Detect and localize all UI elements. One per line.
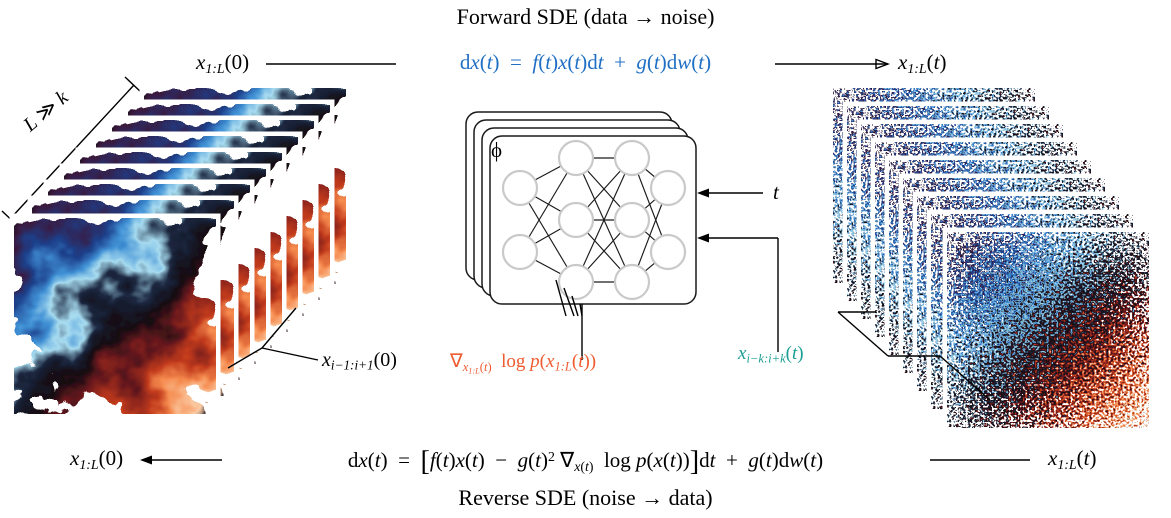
score-output-label: ∇x1:L(t) log p(x1:L(t))	[450, 351, 597, 375]
network-nodes	[501, 139, 687, 301]
x-data-zero-top: x1:L(0)	[196, 50, 250, 76]
x-data-zero-bottom: x1:L(0)	[70, 446, 124, 472]
score-network-front-card	[489, 135, 697, 305]
reverse-sde-caption: Reverse SDE (noise → data)	[458, 485, 713, 510]
noise-window-pointer	[837, 311, 991, 401]
reverse-arrows-layer	[140, 455, 1030, 465]
noise-window-input-arrow	[697, 233, 779, 352]
forward-sde-caption: Forward SDE (data → noise)	[456, 4, 715, 29]
score-output-leads	[555, 279, 583, 360]
noise-window-label: xi−k:i+k(t)	[738, 343, 804, 366]
noise-trajectory-stack	[828, 83, 1154, 433]
score-network-card-stack	[465, 111, 697, 305]
data-window-pointer	[227, 307, 319, 369]
x-noise-t-bottom: x1:L(t)	[1048, 446, 1097, 472]
x-noise-t-top: x1:L(t)	[898, 50, 947, 76]
time-input-label: t	[773, 180, 779, 204]
time-input-arrow	[697, 188, 763, 198]
data-window-label: xi−1:i+1(0)	[322, 349, 397, 373]
forward-sde-equation: dx(t) = f(t)x(t)dt + g(t)dw(t)	[459, 50, 712, 74]
reverse-sde-equation: dx(t) = [f(t)x(t) − g(t)2 ∇x(t) log p(x(…	[347, 446, 824, 477]
network-params-label: ϕ	[491, 138, 503, 162]
